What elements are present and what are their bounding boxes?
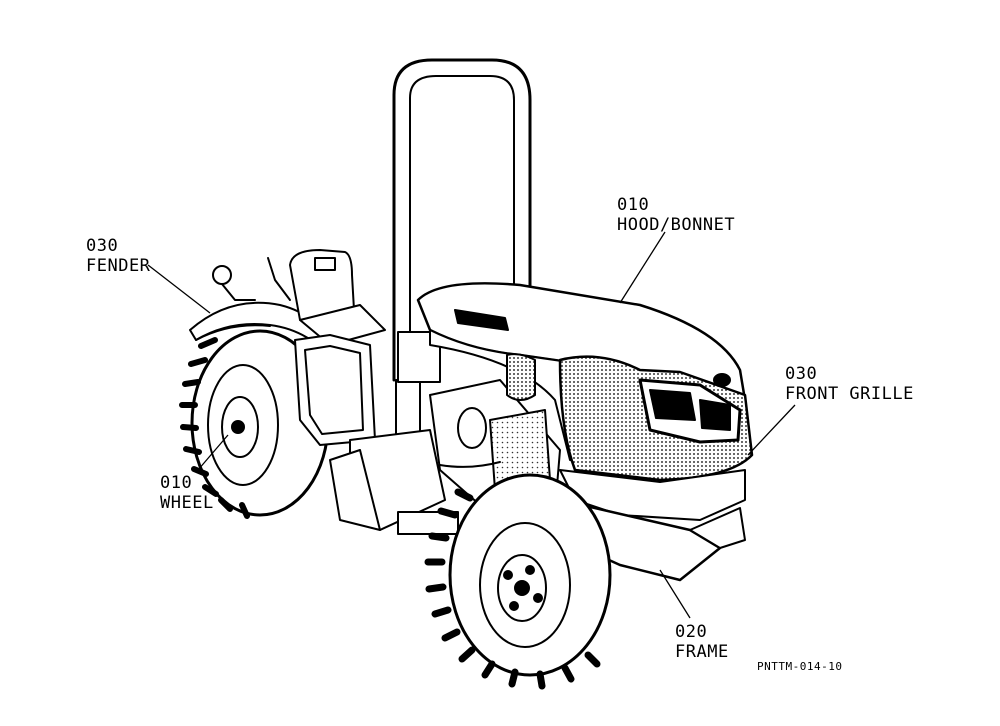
callout-number: 020 [675, 622, 708, 642]
leader-hood [619, 231, 666, 304]
leader-fender [147, 264, 211, 314]
callout-label: FRONT GRILLE [785, 384, 914, 404]
front-frame [558, 469, 746, 582]
callout-hood-bonnet: 010 HOOD/BONNET [617, 195, 735, 235]
leader-grille [747, 404, 796, 456]
callout-label: HOOD/BONNET [617, 215, 736, 235]
callout-frame: 020 FRAME [675, 622, 729, 662]
callout-label: FRAME [675, 642, 729, 662]
callout-wheel: 010 WHEEL [160, 473, 214, 513]
callout-label: WHEEL [160, 493, 214, 513]
side-panel [294, 334, 376, 446]
leader-frame [659, 569, 691, 619]
drawing-code: PNTTM-014-10 [757, 660, 843, 673]
callout-front-grille: 030 FRONT GRILLE [785, 364, 914, 404]
callout-number: 010 [617, 195, 650, 215]
front-wheel [424, 473, 612, 690]
callout-number: 030 [785, 364, 818, 384]
front-grille [558, 355, 754, 482]
callout-number: 010 [160, 473, 193, 493]
callout-fender: 030 FENDER [86, 236, 150, 276]
operator-seat [212, 249, 386, 346]
callout-label: FENDER [86, 256, 151, 276]
leader-wheel [197, 434, 229, 471]
center-body [329, 429, 459, 535]
callout-number: 030 [86, 236, 119, 256]
